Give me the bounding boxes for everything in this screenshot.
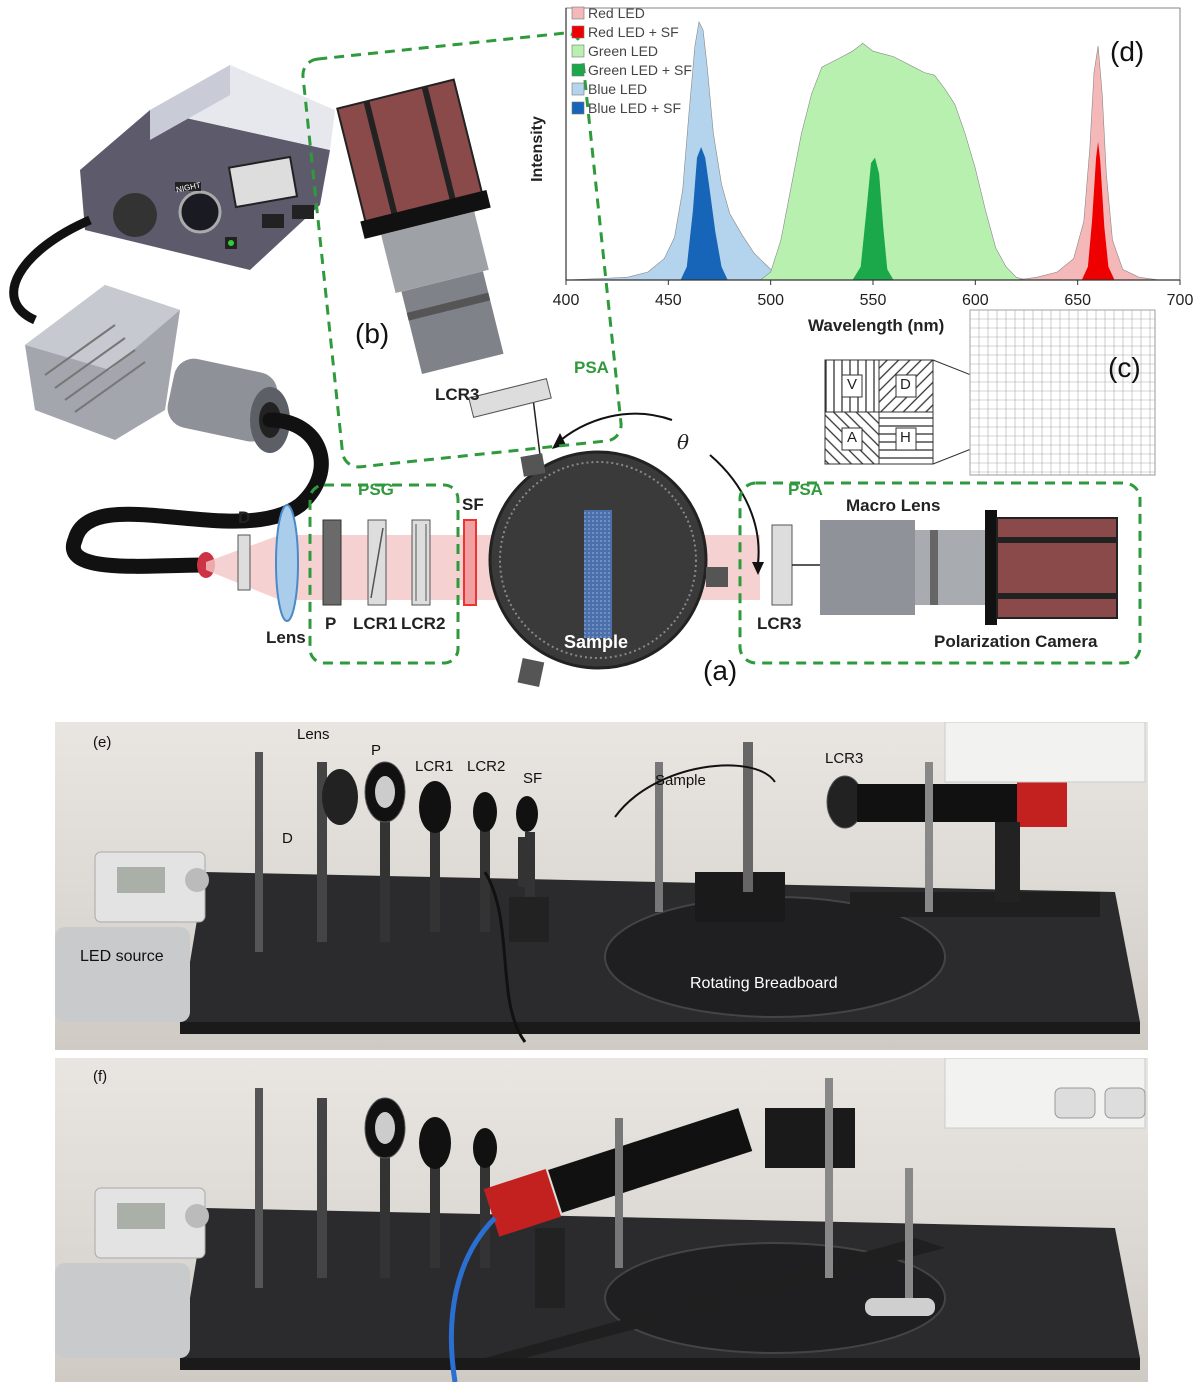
lcr2-label: LCR2 xyxy=(401,614,446,633)
lcr2 xyxy=(411,519,431,606)
lens xyxy=(275,504,299,622)
sample-label: Sample xyxy=(564,632,629,652)
mosaic-v: V xyxy=(847,376,858,393)
legend-swatch xyxy=(571,6,585,20)
legend-label: Blue LED + SF xyxy=(588,100,681,116)
p-label: P xyxy=(325,614,337,633)
photo-lens-label: Lens xyxy=(297,726,330,743)
x-tick-label: 600 xyxy=(962,292,989,309)
psa-label-side: PSA xyxy=(788,480,823,499)
lcr3-top xyxy=(468,378,552,418)
rotating-stage xyxy=(488,450,728,688)
legend-swatch xyxy=(571,25,585,39)
psa-top-box xyxy=(301,31,623,469)
panel-tag-b: (b) xyxy=(355,318,390,349)
x-tick-label: 650 xyxy=(1064,292,1091,309)
x-tick-label: 400 xyxy=(553,292,580,309)
mosaic-h: H xyxy=(900,429,911,446)
series-green-led-sf xyxy=(852,157,894,280)
side-camera xyxy=(820,510,1118,625)
lcr3-top-label: LCR3 xyxy=(435,385,480,404)
led-controller-box xyxy=(80,65,335,270)
legend-swatch xyxy=(571,63,585,77)
spectrum-chart: 400 450 500 550 600 650 700 Red LED Red LED + S… xyxy=(553,5,1194,309)
series-green-led xyxy=(759,42,1027,281)
mosaic-d: D xyxy=(900,376,911,393)
x-tick-label: 500 xyxy=(757,292,784,309)
photo-p-label: P xyxy=(371,742,382,759)
legend-label: Green LED + SF xyxy=(588,62,692,78)
photo-sf-label: SF xyxy=(523,770,543,787)
rotation-arrow-down xyxy=(709,454,760,564)
pixel-mosaic xyxy=(824,309,1156,476)
legend-swatch xyxy=(571,101,585,115)
legend-label: Red LED + SF xyxy=(588,24,679,40)
photo-d-label: D xyxy=(282,830,293,847)
setup-schematic xyxy=(9,31,1156,688)
photo-e: (e) Lens D P LCR1 LCR2 SF Sample LCR3 LE… xyxy=(55,722,1148,1050)
diaphragm-d xyxy=(237,534,251,591)
lcr3-side-label: LCR3 xyxy=(757,614,802,633)
series-blue-led-sf xyxy=(680,147,728,280)
panel-tag-c: (c) xyxy=(1108,352,1141,383)
photo-rotating-breadboard-label: Rotating Breadboard xyxy=(690,975,838,992)
sample xyxy=(584,510,612,638)
x-tick-label: 550 xyxy=(860,292,887,309)
x-tick-label: 700 xyxy=(1167,292,1194,309)
photo-led-source-label: LED source xyxy=(80,948,164,965)
top-camera xyxy=(336,78,504,375)
photo-sample-label: Sample xyxy=(655,772,706,789)
legend-label: Blue LED xyxy=(588,81,647,97)
series-red-led-sf xyxy=(1081,141,1115,280)
theta-label: θ xyxy=(677,430,690,454)
x-tick-label: 450 xyxy=(655,292,682,309)
d-label: D xyxy=(238,508,251,527)
panel-tag-a: (a) xyxy=(703,655,738,686)
series-red-led xyxy=(1016,45,1160,281)
lcr3-side xyxy=(771,524,793,606)
mosaic-a: A xyxy=(847,429,858,446)
rotation-arrow-up xyxy=(554,412,673,446)
series-blue-led xyxy=(565,21,812,281)
psa-label-top: PSA xyxy=(574,358,609,377)
psa-side-box xyxy=(738,481,1142,665)
legend-swatch xyxy=(571,82,585,96)
led-head xyxy=(25,285,290,453)
legend-label: Red LED xyxy=(588,5,645,21)
legend-swatch xyxy=(571,44,585,58)
photo-lcr3-label: LCR3 xyxy=(825,750,864,767)
polarizer-p xyxy=(322,519,342,606)
camera-label: Polarization Camera xyxy=(934,632,1098,651)
spectral-filter-sf xyxy=(463,519,477,606)
photo-tag-f: (f) xyxy=(93,1068,108,1085)
photo-tag-e: (e) xyxy=(93,734,112,751)
macro-lens-label: Macro Lens xyxy=(846,496,941,515)
photo-lcr2-label: LCR2 xyxy=(467,758,506,775)
photo-f: (f) xyxy=(55,1058,1148,1382)
lcr1-label: LCR1 xyxy=(353,614,398,633)
photo-lcr1-label: LCR1 xyxy=(415,758,454,775)
x-axis-label: Wavelength (nm) xyxy=(808,316,945,335)
legend-label: Green LED xyxy=(588,43,658,59)
sf-label: SF xyxy=(462,495,484,514)
psg-label: PSG xyxy=(358,480,394,499)
y-axis-label: Intensity xyxy=(528,116,546,182)
lens-label: Lens xyxy=(266,628,306,647)
psg-box xyxy=(308,483,460,665)
panel-tag-d: (d) xyxy=(1110,36,1145,67)
